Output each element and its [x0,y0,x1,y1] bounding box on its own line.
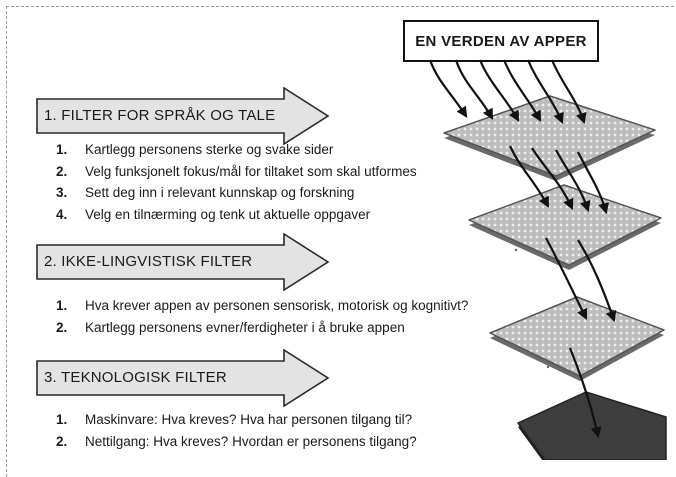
list-item: 3. Sett deg inn i relevant kunnskap og fo… [56,182,417,204]
step-number: 1. [56,412,68,427]
filter-1-title: 1. FILTER FOR SPRÅK OG TALE [44,107,276,124]
list-item: 2. Velg funksjonelt fokus/mål for tiltake… [56,161,417,183]
speck-mark [546,365,550,369]
filter-3-arrow-shape [36,349,330,407]
filter-2-title: 2. IKKE-LINGVISTISK FILTER [44,253,253,270]
flow-arrows-filter-2-to-3 [545,237,617,323]
list-item: 4. Velg en tilnærming og tenk ut aktuelle… [56,204,417,226]
filter-2-steps: 1. Hva krever appen av personen sensorisk… [56,295,468,338]
filter-3-arrow: 3. TEKNOLOGISK FILTER [36,349,330,407]
filter-3-steps: 1. Maskinvare: Hva kreves? Hva har person… [56,409,417,452]
list-item: 1. Kartlegg personens sterke og svake sid… [56,139,417,161]
list-item: 2. Nettilgang: Hva kreves? Hvordan er per… [56,431,417,453]
step-number: 2. [56,433,68,449]
step-text: Hva krever appen av personen sensorisk, … [85,298,469,313]
step-number: 4. [56,206,68,222]
filter-2-arrow: 2. IKKE-LINGVISTISK FILTER [36,233,330,291]
filter-1-arrow-shape [36,87,330,145]
list-item: 1. Hva krever appen av personen sensorisk… [56,295,468,317]
step-number: 1. [56,142,68,157]
list-item: 2. Kartlegg personens evner/ferdigheter i… [56,317,468,339]
step-number: 2. [56,163,68,179]
step-text: Sett deg inn i relevant kunnskap og fors… [85,185,355,200]
step-text: Maskinvare: Hva kreves? Hva har personen… [85,412,413,427]
step-text: Nettilgang: Hva kreves? Hvordan er perso… [85,433,417,449]
step-text: Kartlegg personens sterke og svake sider [85,142,334,157]
step-number: 3. [56,185,68,200]
flow-arrows-filter-1-to-2 [508,145,609,215]
list-item: 1. Maskinvare: Hva kreves? Hva har person… [56,409,417,431]
apps-world-label: EN VERDEN AV APPER [403,20,599,62]
filter-1-steps: 1. Kartlegg personens sterke og svake sid… [56,139,417,225]
filter-tile-2 [468,184,662,270]
filter-tile-3 [489,296,665,381]
filter-stack-illustration [428,59,667,460]
step-text: Kartlegg personens evner/ferdigheter i å… [85,319,405,335]
filter-2-arrow-shape [36,233,330,291]
speck-mark [514,248,518,252]
step-number: 1. [56,298,68,313]
dashed-frame [6,6,676,477]
step-text: Velg funksjonelt fokus/mål for tiltaket … [85,163,417,179]
step-text: Velg en tilnærming og tenk ut aktuelle o… [85,206,371,222]
filter-1-arrow: 1. FILTER FOR SPRÅK OG TALE [36,87,330,145]
flow-arrows-in [428,59,587,125]
flow-arrow-filter-3-to-final [568,347,602,439]
step-number: 2. [56,319,68,335]
filter-3-title: 3. TEKNOLOGISK FILTER [44,369,227,386]
filter-tile-1 [443,95,656,181]
final-app-tile [517,391,667,460]
